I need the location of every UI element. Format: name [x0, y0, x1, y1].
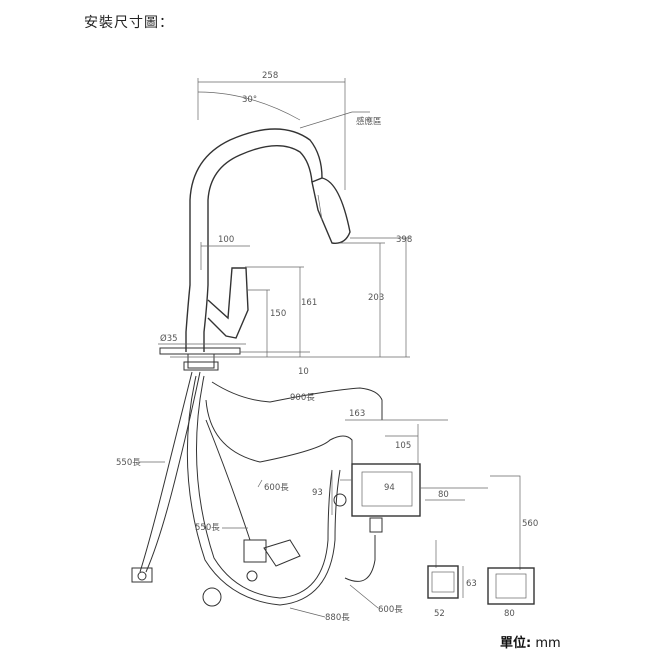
hose-550-mid: 550長 [195, 523, 220, 533]
hose-600-mid: 600長 [264, 483, 289, 493]
dim-100: 100 [218, 235, 234, 245]
units-label: 單位: mm [500, 636, 561, 651]
dim-150: 150 [270, 309, 286, 319]
dim-105: 105 [395, 441, 411, 451]
dim-63: 63 [466, 579, 477, 589]
dim-94: 94 [384, 483, 395, 493]
diagram-title: 安裝尺寸圖： [84, 15, 174, 31]
dim-80-h: 80 [438, 490, 449, 500]
dim-52: 52 [434, 609, 445, 619]
dim-163: 163 [349, 409, 365, 419]
adapter-units: 560 63 52 80 [427, 475, 538, 619]
dim-560: 560 [522, 519, 538, 529]
dimension-lines: 258 30° 感應區 398 100 203 161 150 Ø35 10 [158, 71, 412, 377]
hose-900: 900長 [290, 393, 315, 403]
sensor-label: 感應區 [356, 116, 382, 127]
dim-93: 93 [312, 488, 323, 498]
control-box: 94 93 163 105 80 [312, 409, 488, 533]
hose-600-bottom: 600長 [378, 605, 403, 615]
dim-80-bottom: 80 [504, 609, 515, 619]
dim-258: 258 [262, 71, 278, 81]
dim-398: 398 [396, 235, 412, 245]
dim-30-deg: 30° [242, 95, 257, 105]
fittings [131, 539, 301, 583]
dim-dia-35: Ø35 [160, 333, 178, 344]
dim-203: 203 [368, 293, 384, 303]
hose-550-left: 550長 [116, 458, 141, 468]
faucet-body [159, 128, 351, 371]
dim-161: 161 [301, 298, 317, 308]
hose-880: 880長 [325, 613, 350, 623]
hoses: 550長 880長 900長 600長 550長 600長 [116, 371, 403, 623]
dim-10: 10 [298, 367, 309, 377]
